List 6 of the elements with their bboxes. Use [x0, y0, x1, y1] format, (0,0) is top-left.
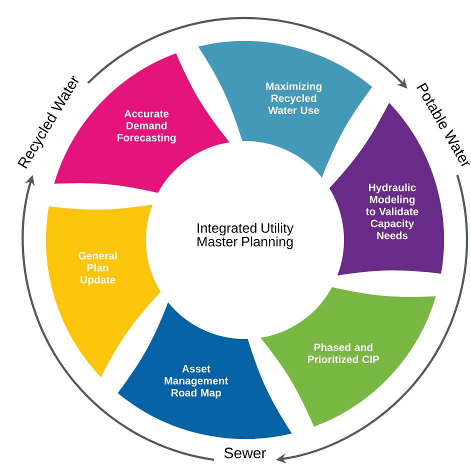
segment: Maximizing Recycled Water Use — [196, 39, 375, 181]
segment: Asset Management Road Map — [115, 299, 294, 441]
segment: Phased and Prioritized CIP — [258, 285, 438, 429]
cycle-label: Sewer — [224, 448, 266, 458]
title-text: Integrated Utility Master Planning — [198, 222, 294, 250]
segment: General Plan Update — [44, 202, 163, 380]
